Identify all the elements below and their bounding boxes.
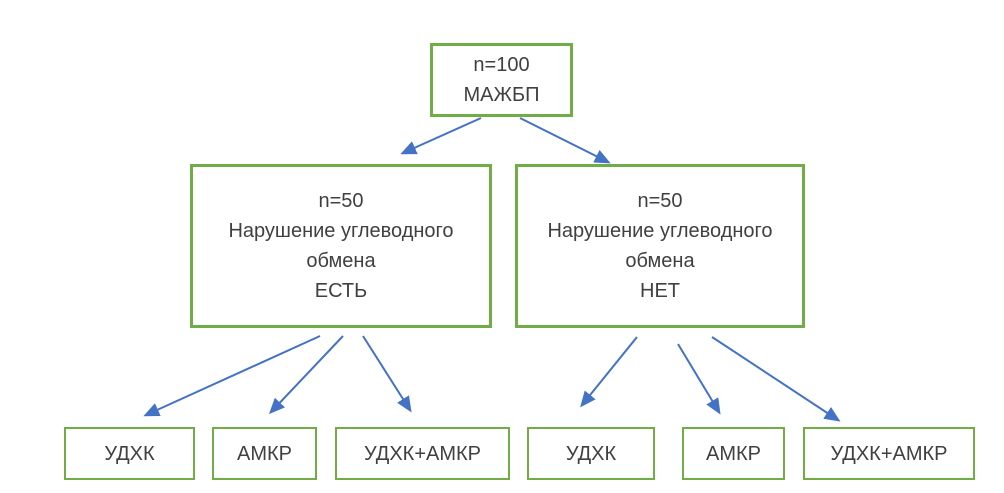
leaf-label: УДХК [104, 442, 155, 465]
arrow-root-to-branch-no [519, 117, 611, 164]
branch-label-line2: обмена [306, 250, 376, 272]
arrow-root-to-branch-yes [400, 117, 482, 155]
leaf-label: УДХК+АМКР [830, 442, 948, 465]
leaf-node-udhk-left: УДХК [64, 427, 195, 480]
branch-count: n=50 [637, 190, 683, 212]
root-node-label: МАЖБП [463, 84, 540, 106]
leaf-label: АМКР [237, 442, 292, 465]
branch-label-line2: обмена [625, 250, 695, 272]
leaf-label: УДХК [565, 442, 617, 465]
arrow-yes-to-udhk [143, 335, 321, 417]
leaf-node-udhk-amkr-left: УДХК+АМКР [335, 427, 510, 480]
leaf-label: УДХК+АМКР [363, 442, 481, 465]
arrow-no-to-udhk-amkr [711, 336, 841, 422]
arrow-yes-to-amkr [268, 335, 344, 415]
branch-node-carb-disorder-no: n=50 Нарушение углеводного обмена НЕТ [515, 164, 805, 328]
leaf-node-udhk-amkr-right: УДХК+АМКР [803, 427, 975, 480]
leaf-node-amkr-right: АМКР [682, 427, 785, 480]
root-node-mazhbp: n=100 МАЖБП [430, 43, 573, 117]
arrow-no-to-udhk [580, 336, 638, 408]
leaf-node-udhk-right: УДХК [527, 427, 655, 480]
leaf-label: АМКР [706, 442, 761, 465]
branch-label-line1: Нарушение углеводного [228, 220, 454, 242]
arrow-yes-to-udhk-amkr [362, 335, 412, 413]
leaf-node-amkr-left: АМКР [212, 427, 317, 480]
root-node-count: n=100 [473, 54, 530, 76]
arrow-no-to-amkr [677, 343, 721, 415]
branch-status: ЕСТЬ [314, 280, 368, 302]
branch-count: n=50 [318, 190, 364, 212]
branch-node-carb-disorder-yes: n=50 Нарушение углеводного обмена ЕСТЬ [190, 164, 492, 328]
branch-status: НЕТ [640, 280, 680, 302]
branch-label-line1: Нарушение углеводного [547, 220, 773, 242]
